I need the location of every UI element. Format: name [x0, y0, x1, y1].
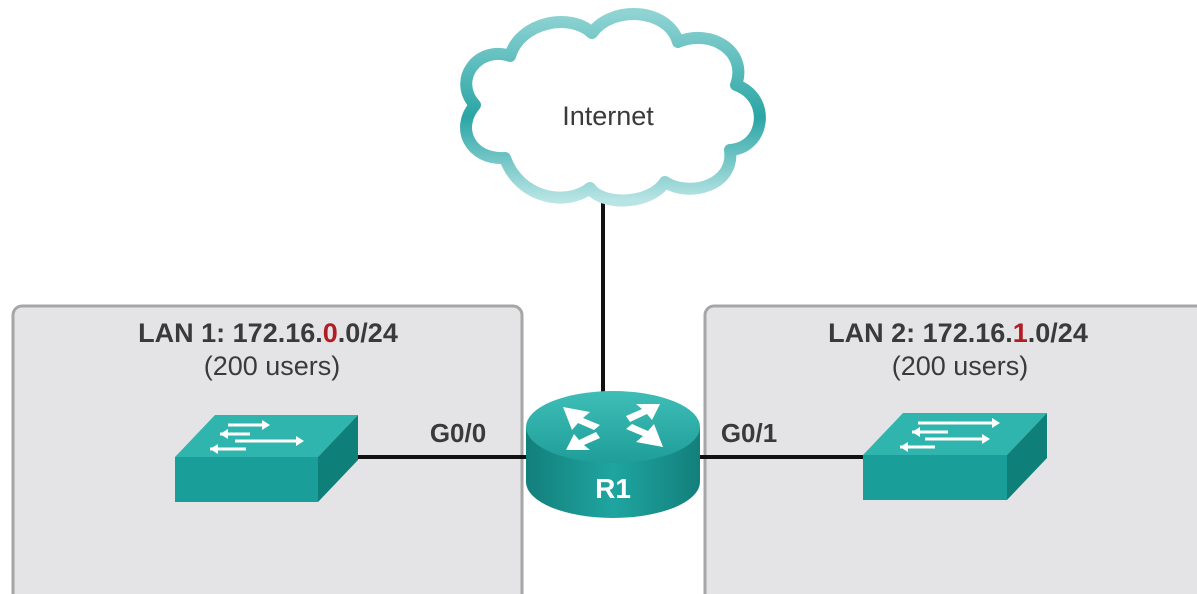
lan1-interface-label: G0/0 — [430, 418, 486, 448]
cloud-icon: Internet — [460, 8, 766, 207]
lan2-title: LAN 2: 172.16.1.0/24 — [828, 318, 1088, 348]
lan2-interface-label: G0/1 — [721, 418, 777, 448]
switch-icon — [863, 413, 1047, 500]
lan1-subnet-highlight: 0 — [323, 318, 338, 348]
lan2-subtitle: (200 users) — [892, 351, 1029, 381]
switch-icon — [175, 415, 358, 502]
lan1-title: LAN 1: 172.16.0.0/24 — [138, 318, 398, 348]
cloud-label: Internet — [562, 101, 654, 131]
router-icon: R1 — [526, 391, 700, 518]
router-label: R1 — [595, 473, 631, 504]
lan2-subnet-highlight: 1 — [1013, 318, 1028, 348]
lan1-subtitle: (200 users) — [204, 351, 341, 381]
